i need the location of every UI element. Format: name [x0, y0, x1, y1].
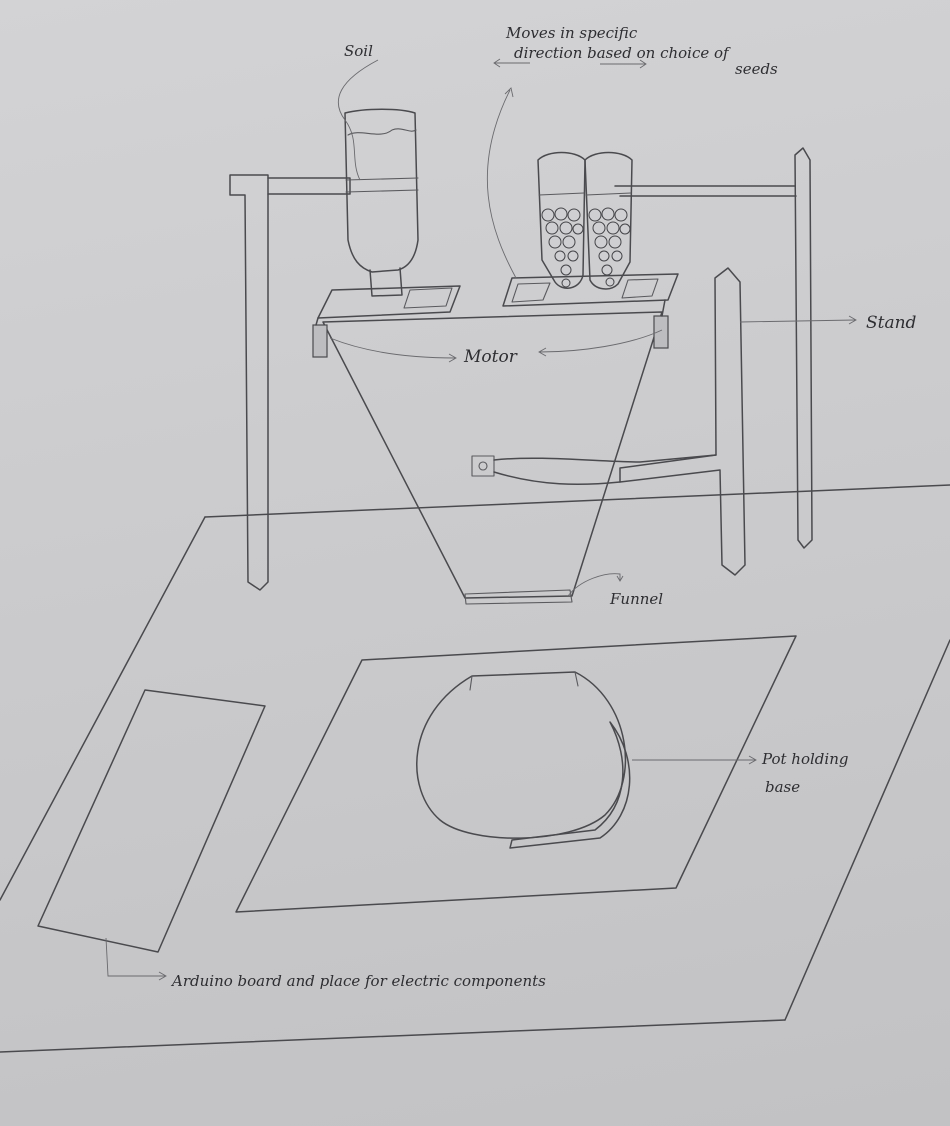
label-moves-line1: Moves in specific: [505, 24, 638, 42]
pot-holding-base: [236, 636, 796, 912]
seeds-left: [542, 208, 583, 287]
top-rail: [313, 274, 678, 357]
left-stand: [230, 175, 350, 590]
label-stand: Stand: [866, 313, 917, 333]
electronics-tray: [38, 690, 265, 952]
pot: [417, 672, 630, 848]
seed-tubes: [538, 153, 632, 289]
soil-bottle: [345, 109, 418, 296]
label-pot-line1: Pot holding: [761, 750, 848, 768]
label-moves-line2: direction based on choice of: [514, 44, 731, 62]
labels: Soil Moves in specific direction based o…: [170, 24, 917, 990]
right-stand-rear: [615, 148, 812, 548]
label-pot-line2: base: [765, 778, 800, 796]
label-moves-line3: seeds: [735, 60, 778, 78]
label-arduino: Arduino board and place for electric com…: [170, 972, 546, 990]
label-motor: Motor: [463, 347, 518, 367]
base-board: [0, 485, 950, 1052]
right-stand-front: [620, 268, 745, 575]
label-funnel: Funnel: [609, 590, 663, 608]
label-soil: Soil: [344, 42, 373, 60]
